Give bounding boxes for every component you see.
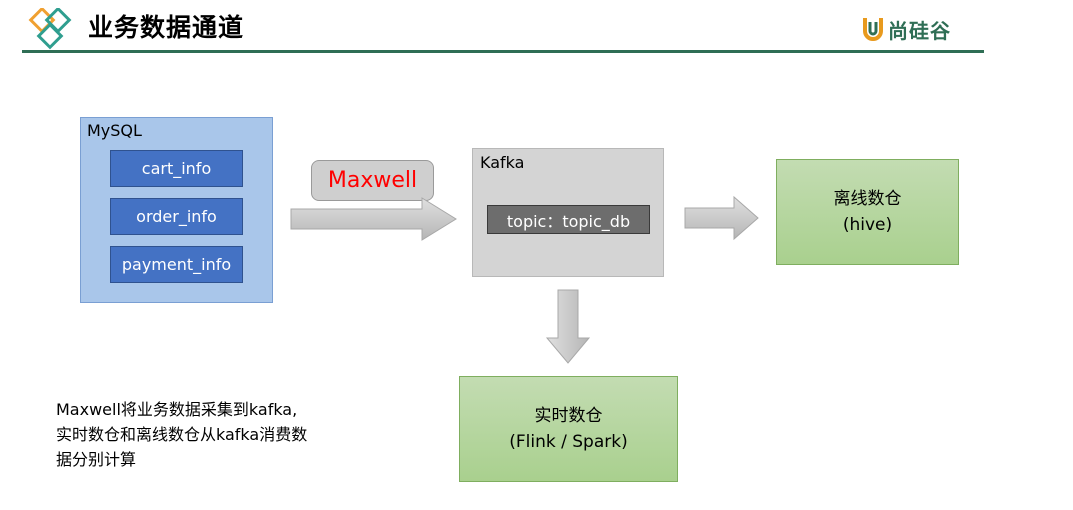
page-title: 业务数据通道 <box>88 13 245 42</box>
maxwell-label: Maxwell <box>311 160 434 201</box>
note-line-1: Maxwell将业务数据采集到kafka, <box>56 400 298 419</box>
mysql-label: MySQL <box>87 121 142 140</box>
realtime-title: 实时数仓 <box>534 406 603 426</box>
realtime-warehouse: 实时数仓 (Flink / Spark) <box>459 376 678 482</box>
description-note: Maxwell将业务数据采集到kafka, 实时数仓和离线数仓从kafka消费数… <box>56 397 376 472</box>
offline-warehouse: 离线数仓 (hive) <box>776 159 959 265</box>
shanguigu-logo-icon <box>863 18 883 41</box>
offline-title: 离线数仓 <box>833 189 902 209</box>
arrow-kafka-to-offline <box>684 195 759 241</box>
table-order-info: order_info <box>110 198 243 235</box>
table-payment-info: payment_info <box>110 246 243 283</box>
arrow-mysql-to-kafka <box>290 197 457 241</box>
kafka-topic: topic：topic_db <box>487 205 650 234</box>
brand: 尚硅谷 <box>862 14 951 44</box>
kafka-label: Kafka <box>480 153 525 172</box>
arrow-kafka-to-realtime <box>545 289 591 364</box>
header-divider <box>22 50 984 53</box>
offline-engine: (hive) <box>842 215 893 235</box>
diamond-logo-icon <box>28 8 72 50</box>
realtime-engine: (Flink / Spark) <box>509 432 628 452</box>
note-line-3: 据分别计算 <box>56 450 137 469</box>
table-cart-info: cart_info <box>110 150 243 187</box>
note-line-2: 实时数仓和离线数仓从kafka消费数 <box>56 425 308 444</box>
brand-name: 尚硅谷 <box>888 18 951 43</box>
